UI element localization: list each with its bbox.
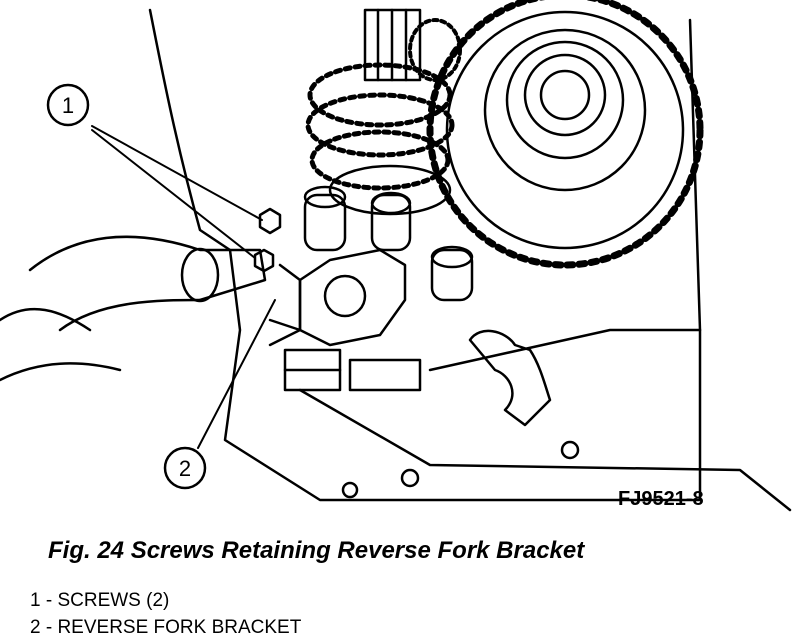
legend-item: 2 - REVERSE FORK BRACKET [30,617,302,638]
callout-2-leader [197,299,276,449]
flange-bolt-hole [400,468,420,488]
figure-caption: Fig. 24 Screws Retaining Reverse Fork Br… [48,537,585,564]
legend-item: 1 - SCREWS (2) [30,590,170,611]
callout-1-leader [91,129,256,259]
screw [253,248,275,273]
main-gear [426,0,704,269]
detent-block [283,348,422,392]
shift-fork [468,329,552,427]
socket-wrench [0,235,267,382]
flange-bolt-hole [560,440,580,460]
reverse-fork-bracket [268,248,407,347]
callout-2-circle [163,446,207,490]
case-flange [298,388,792,512]
gear-stack [305,8,462,216]
callout-1-number: 1 [62,93,74,118]
callout-1-circle [46,83,90,127]
transmission-case [148,8,702,502]
figure-code: FJ9521-8 [618,488,704,510]
legend-list: 1 - SCREWS (2) 2 - REVERSE FORK BRACKET [30,587,301,641]
flange-bolt-hole [341,481,359,499]
shift-rail-posts [303,185,474,302]
callout-2-number: 2 [179,456,191,481]
callout-1-leader [91,125,263,221]
transmission-illustration: 1 2 FJ9521-8 [0,0,792,512]
screw [258,207,282,235]
